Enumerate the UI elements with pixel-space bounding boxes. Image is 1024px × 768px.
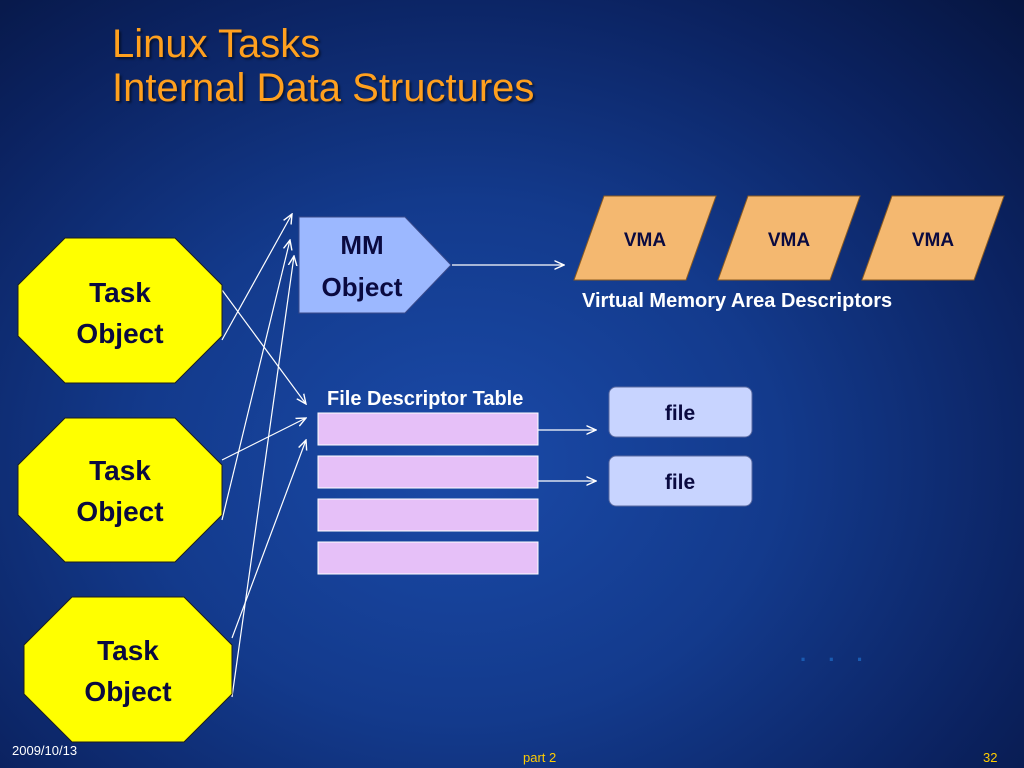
task-object-1[interactable]: Task Object: [17, 237, 223, 384]
task-label-3-line2: Object: [84, 676, 171, 707]
fd-table-row[interactable]: [317, 455, 539, 489]
vma-3[interactable]: VMA: [861, 195, 1005, 281]
task-octagon-1: [17, 237, 223, 384]
fd-table: [317, 412, 539, 575]
mm-object-line1: MM: [340, 230, 383, 260]
task-label-1-line2: Object: [76, 318, 163, 349]
task-object-3[interactable]: Task Object: [23, 596, 233, 743]
file-object-1[interactable]: file: [608, 386, 753, 438]
vma-2[interactable]: VMA: [717, 195, 861, 281]
connector-task2-fd: [221, 418, 306, 461]
footer-date: 2009/10/13: [12, 743, 78, 758]
file-label-2: file: [665, 471, 695, 494]
file-label-1: file: [665, 402, 695, 425]
vma-label-1: VMA: [624, 230, 667, 251]
mm-object-line2: Object: [322, 272, 403, 302]
vma-shape-3: [861, 195, 1005, 281]
file-box-2: [608, 455, 753, 507]
task-label-2-line2: Object: [76, 496, 163, 527]
mm-object-shape: [298, 216, 452, 314]
fd-table-row[interactable]: [317, 412, 539, 446]
vma-shape-2: [717, 195, 861, 281]
vma-label-2: VMA: [768, 230, 811, 251]
ellipsis: . . .: [800, 641, 871, 666]
connector-task3-mm: [231, 256, 294, 698]
mm-object[interactable]: MM Object: [298, 216, 452, 314]
task-octagon-3: [23, 596, 233, 743]
file-object-2[interactable]: file: [608, 455, 753, 507]
task-object-2[interactable]: Task Object: [17, 417, 223, 563]
connector-task2-mm: [221, 240, 290, 521]
vma-label-3: VMA: [912, 230, 955, 251]
vma-caption: Virtual Memory Area Descriptors: [582, 290, 892, 312]
task-label-1-line1: Task: [89, 277, 151, 308]
footer-part: part 2: [523, 750, 557, 765]
title-line-1: Linux Tasks: [112, 22, 321, 66]
task-octagon-2: [17, 417, 223, 563]
fd-table-row[interactable]: [317, 541, 539, 575]
title-line-2: Internal Data Structures: [112, 66, 535, 110]
task-label-2-line1: Task: [89, 455, 151, 486]
connector-task3-fd: [231, 440, 306, 639]
fd-table-title: File Descriptor Table: [327, 388, 523, 410]
task-label-3-line1: Task: [97, 635, 159, 666]
slide-title: Linux Tasks Internal Data Structures: [112, 22, 534, 110]
connector-task1-mm: [221, 214, 292, 341]
footer-page-number: 32: [983, 750, 998, 765]
fd-table-row[interactable]: [317, 498, 539, 532]
file-box-1: [608, 386, 753, 438]
connector-lines: [221, 214, 596, 698]
vma-shape-1: [573, 195, 717, 281]
vma-1[interactable]: VMA: [573, 195, 717, 281]
